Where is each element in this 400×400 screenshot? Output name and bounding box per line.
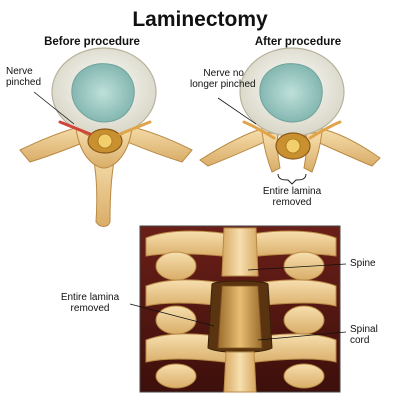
facet-left-3	[155, 363, 197, 389]
spine-lamina-label-line1: Entire lamina	[60, 292, 120, 303]
exposed-spinal-cord	[217, 285, 263, 349]
after-lamina-label: Entire lamina removed	[252, 186, 332, 208]
after-nerve-label: Nerve no longer pinched	[190, 68, 256, 90]
spinous-column-upper	[221, 227, 259, 277]
before-vertebra	[19, 47, 193, 227]
after-disc-nucleus	[259, 63, 323, 123]
spinous-column-lower	[223, 351, 257, 393]
before-nerve-leader	[33, 91, 75, 125]
before-heading: Before procedure	[44, 36, 140, 48]
spinal-cord-label: Spinal cord	[350, 324, 378, 346]
spinal-cord-leader	[257, 331, 347, 341]
before-nerve-label-line2: pinched	[6, 77, 42, 88]
spine-view-panel	[129, 225, 347, 393]
spine-lamina-label-line2: removed	[70, 303, 110, 314]
facet-right-1	[283, 251, 325, 281]
facet-left-1	[155, 251, 197, 281]
facet-right-2	[283, 305, 325, 335]
after-lamina-brace	[277, 173, 307, 185]
after-nerve-left	[242, 120, 276, 140]
before-spinous-process	[91, 149, 117, 227]
before-spinal-cord	[97, 133, 113, 149]
after-nerve-label-line2: longer pinched	[190, 79, 256, 90]
after-nerve-leader	[217, 97, 257, 125]
after-nerve-label-line1: Nerve no	[203, 68, 244, 79]
before-nerve-label-line1: Nerve	[6, 66, 33, 77]
spinal-cord-label-line2: cord	[350, 335, 370, 346]
before-nerve-right	[118, 120, 152, 136]
before-nerve-label: Nerve pinched	[6, 66, 41, 88]
after-nerve-right	[308, 120, 342, 140]
spine-lamina-label: Entire lamina removed	[50, 292, 130, 314]
spine-lamina-leader	[129, 303, 215, 327]
facet-right-3	[283, 363, 325, 389]
facet-left-2	[155, 305, 197, 335]
spine-leader	[247, 263, 347, 271]
before-pinched-nerve	[58, 120, 92, 136]
after-heading: After procedure	[254, 36, 342, 48]
spinal-cord-label-line1: Spinal	[350, 324, 378, 335]
after-lamina-label-line2: removed	[272, 197, 312, 208]
before-disc-nucleus	[71, 63, 135, 123]
spine-label: Spine	[350, 258, 376, 269]
after-lamina-label-line1: Entire lamina	[262, 186, 322, 197]
page-title: Laminectomy	[132, 8, 268, 31]
after-vertebra	[199, 47, 381, 185]
after-spinal-cord	[285, 138, 301, 154]
